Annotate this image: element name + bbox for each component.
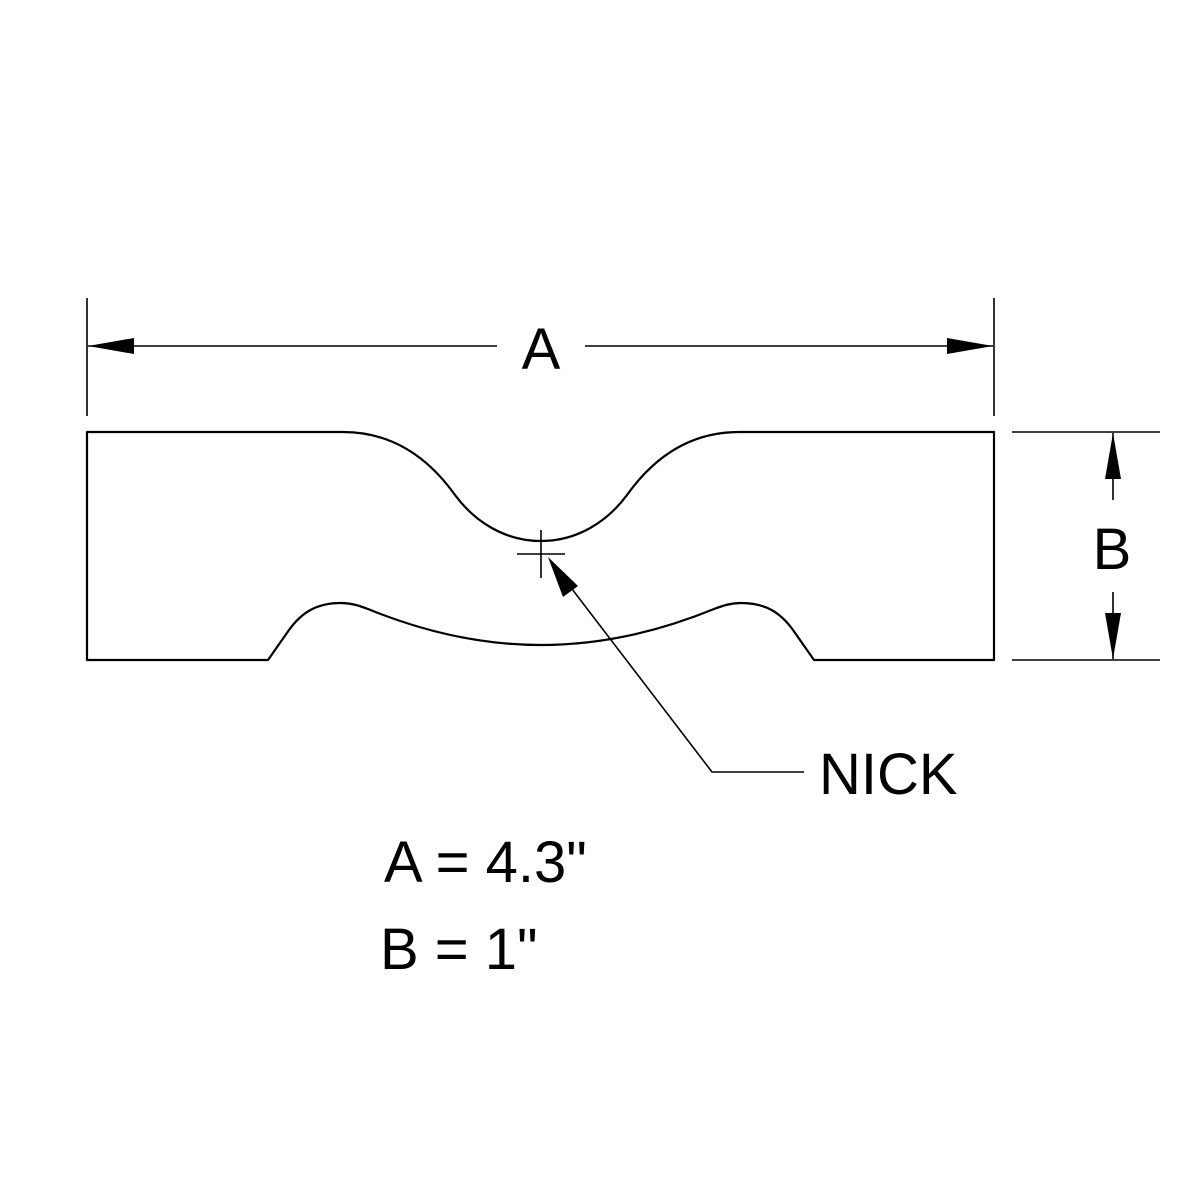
legend-line-a: A = 4.3" xyxy=(384,830,587,895)
nick-leader-line xyxy=(558,571,804,773)
dimension-b-arrow-bottom xyxy=(1105,613,1121,659)
specimen-outline xyxy=(85,430,996,662)
dimension-a-label: A xyxy=(522,317,561,382)
dimension-b-arrow-top xyxy=(1105,433,1121,479)
dimension-a-arrow-right xyxy=(947,338,993,354)
nick-callout-label: NICK xyxy=(819,742,958,807)
nick-leader-arrow xyxy=(548,557,578,597)
dimension-b-label: B xyxy=(1093,517,1132,582)
dimension-a-arrow-left xyxy=(88,338,134,354)
legend-line-b: B = 1" xyxy=(380,917,538,982)
